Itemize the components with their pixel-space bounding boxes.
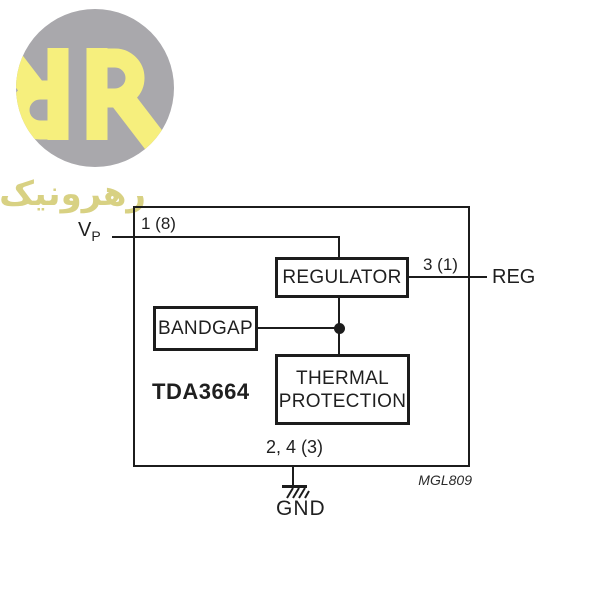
wire-gnd — [292, 465, 294, 486]
block-bandgap: BANDGAP — [153, 306, 258, 351]
pin-number-vp: 1 (8) — [141, 214, 176, 233]
wire-reg-output — [409, 276, 487, 278]
ground-symbol-icon — [282, 485, 310, 499]
pin-number-reg: 3 (1) — [423, 255, 458, 274]
brand-logo-icon — [16, 9, 174, 167]
part-number-label: TDA3664 — [152, 379, 250, 404]
pin-number-gnd: 2, 4 (3) — [266, 437, 324, 457]
thermal-label-line2: PROTECTION — [278, 390, 407, 412]
logo-letter-r-left — [16, 11, 69, 140]
block-bandgap-label: BANDGAP — [157, 317, 253, 339]
block-thermal-label: THERMAL PROTECTION — [279, 367, 407, 413]
figure-code-label: MGL809 — [418, 472, 472, 488]
junction-dot — [334, 323, 345, 334]
wire-bandgap-output — [258, 327, 340, 329]
block-thermal-protection: THERMAL PROTECTION — [275, 354, 410, 425]
block-regulator: REGULATOR — [275, 257, 409, 298]
wire-vp-vertical — [338, 236, 340, 259]
brand-watermark-text: رهرونیک — [0, 174, 146, 214]
vp-subscript: P — [91, 228, 101, 244]
pin-label-reg: REG — [492, 266, 536, 288]
block-regulator-label: REGULATOR — [282, 266, 402, 288]
wire-vp-horizontal — [112, 236, 340, 238]
chip-outline — [133, 206, 470, 467]
pin-label-vp: VP — [78, 219, 101, 244]
vp-letter: V — [78, 219, 92, 241]
thermal-label-line1: THERMAL — [296, 367, 389, 389]
pin-label-gnd: GND — [276, 497, 326, 520]
